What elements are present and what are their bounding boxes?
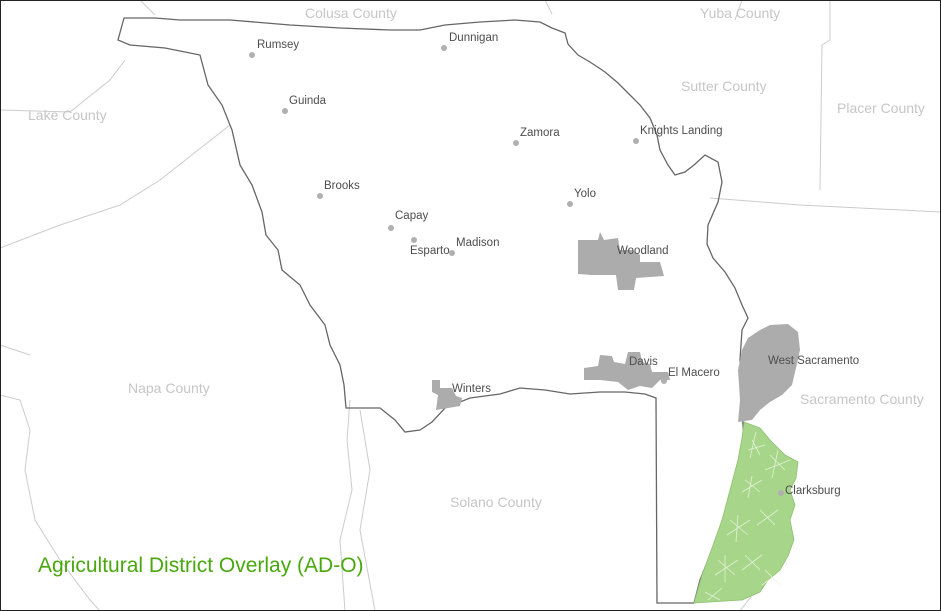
county-label-solano: Solano County	[450, 494, 542, 510]
county-label-yuba: Yuba County	[700, 5, 781, 21]
town-label-clarksburg: Clarksburg	[785, 485, 841, 497]
county-label-napa: Napa County	[128, 380, 210, 396]
town-label-dunnigan: Dunnigan	[449, 32, 499, 44]
town-marker	[388, 225, 394, 231]
town-marker	[282, 108, 288, 114]
county-label-lake: Lake County	[28, 107, 107, 123]
town-label-guinda: Guinda	[289, 95, 327, 107]
town-label-woodland: Woodland	[617, 245, 669, 257]
county-label-colusa: Colusa County	[305, 5, 397, 21]
town-marker	[661, 378, 667, 384]
town-label-el-macero: El Macero	[668, 367, 720, 379]
town-marker	[249, 52, 255, 58]
town-label-winters: Winters	[452, 383, 491, 395]
urban-woodland	[578, 232, 664, 290]
town-label-knights-landing: Knights Landing	[640, 125, 723, 137]
town-marker	[441, 45, 447, 51]
urban-areas	[432, 232, 800, 422]
town-label-rumsey: Rumsey	[257, 39, 300, 51]
town-label-davis: Davis	[629, 356, 658, 368]
town-marker	[317, 193, 323, 199]
town-marker	[778, 490, 784, 496]
legend-title: Agricultural District Overlay (AD-O)	[38, 554, 364, 577]
county-label-sutter: Sutter County	[681, 78, 767, 94]
county-label-sacramento: Sacramento County	[800, 391, 924, 407]
urban-davis	[584, 352, 670, 390]
yolo-county-boundary	[117, 17, 749, 604]
town-label-esparto: Esparto	[410, 245, 450, 257]
town-marker	[411, 237, 417, 243]
county-label-placer: Placer County	[837, 100, 925, 116]
town-label-zamora: Zamora	[520, 127, 560, 139]
town-marker	[633, 138, 639, 144]
town-label-west-sacramento: West Sacramento	[768, 355, 860, 367]
town-label-madison: Madison	[456, 237, 500, 249]
town-marker	[513, 140, 519, 146]
town-marker	[567, 201, 573, 207]
ad-o-overlay-area	[693, 421, 799, 604]
town-label-yolo: Yolo	[574, 188, 596, 200]
town-marker	[449, 250, 455, 256]
urban-winters	[432, 380, 462, 410]
town-label-brooks: Brooks	[324, 180, 360, 192]
urban-west-sacramento	[738, 324, 800, 422]
town-label-capay: Capay	[395, 210, 429, 222]
